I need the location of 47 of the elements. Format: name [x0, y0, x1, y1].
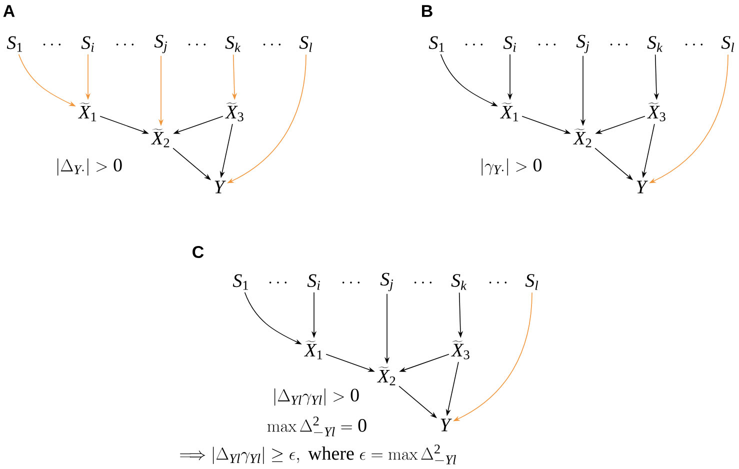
variable-label: $S_k$ [647, 36, 663, 52]
ellipsis-dots: $\cdots$ [269, 282, 287, 284]
condition-formula: $\max \Delta^2_{-Yl} = 0$ [267, 416, 366, 436]
variable-label: $S_1$ [232, 274, 248, 290]
panel-letter: C [192, 246, 204, 258]
variable-label: $\widetilde{X}_3$ [451, 340, 470, 360]
variable-label: $\widetilde{X}_1$ [500, 102, 518, 122]
panel-letter: B [422, 5, 432, 17]
variable-label: $S_1$ [428, 36, 444, 52]
variable-label: $\widetilde{X}_2$ [377, 366, 396, 386]
ellipsis-dots: $\cdots$ [188, 44, 206, 46]
ellipsis-dots: $\cdots$ [538, 44, 556, 46]
variable-label: $S_k$ [225, 36, 241, 52]
variable-label: $Y$ [636, 180, 648, 194]
variable-label: $\widetilde{X}_1$ [304, 340, 322, 360]
variable-label: $S_1$ [6, 36, 22, 52]
variable-label: $S_l$ [721, 36, 734, 52]
ellipsis-dots: $\cdots$ [342, 282, 360, 284]
variable-label: $S_l$ [525, 274, 538, 290]
ellipsis-dots: $\cdots$ [43, 44, 61, 46]
variable-label: $S_i$ [307, 274, 320, 290]
variable-label: $\widetilde{X}_3$ [225, 102, 244, 122]
variable-label: $S_l$ [299, 36, 312, 52]
ellipsis-dots: $\cdots$ [685, 44, 703, 46]
variable-label: $\widetilde{X}_1$ [78, 102, 96, 122]
panel-letter: A [3, 5, 15, 17]
ellipsis-dots: $\cdots$ [465, 44, 483, 46]
variable-label: $\widetilde{X}_2$ [573, 128, 592, 148]
variable-label: $\widetilde{X}_2$ [151, 128, 170, 148]
ellipsis-dots: $\cdots$ [414, 282, 432, 284]
ellipsis-dots: $\cdots$ [610, 44, 628, 46]
ellipsis-dots: $\cdots$ [116, 44, 134, 46]
condition-formula: $\Longrightarrow |\Delta_{Yl}\gamma_{Yl}| \geq \epsilon, \mbox{ where } \epsilon = \max \Delta^2_{-Yl}$ [180, 444, 456, 464]
condition-formula: $|\Delta_{Y\cdot}| > 0$ [58, 158, 122, 176]
ellipsis-dots: $\cdots$ [489, 282, 507, 284]
variable-label: $S_i$ [503, 36, 516, 52]
condition-formula: $|\gamma_{Y\cdot}| > 0$ [482, 158, 542, 176]
variable-label: $S_j$ [576, 34, 590, 54]
variable-label: $Y$ [440, 418, 452, 432]
condition-formula: $|\Delta_{Yl}\gamma_{Yl}| > 0$ [274, 388, 359, 406]
variable-label: $Y$ [214, 180, 226, 194]
variable-label: $\widetilde{X}_3$ [647, 102, 666, 122]
variable-label: $S_k$ [451, 274, 467, 290]
ellipsis-dots: $\cdots$ [263, 44, 281, 46]
variable-label: $S_j$ [154, 34, 168, 54]
variable-label: $S_i$ [81, 36, 94, 52]
variable-label: $S_j$ [380, 272, 394, 292]
